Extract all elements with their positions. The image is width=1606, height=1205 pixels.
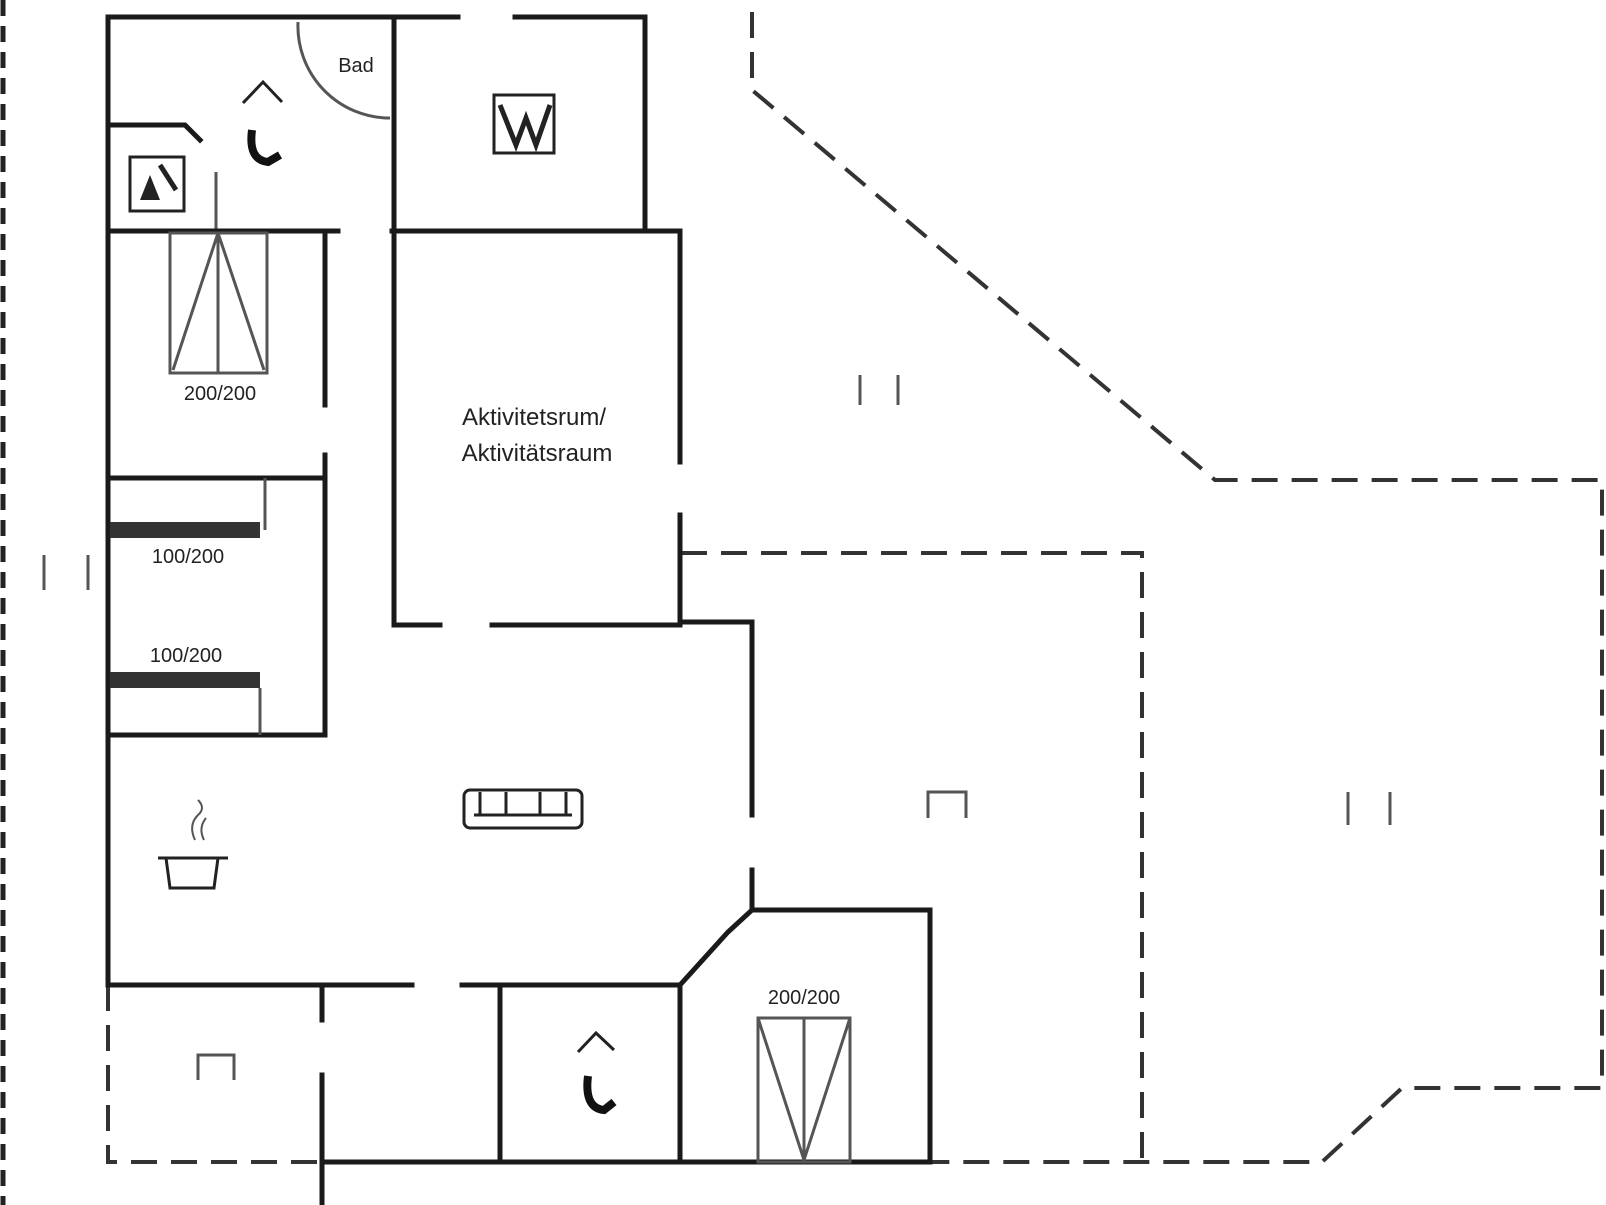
bbq-icon-2 [196,1053,236,1080]
bath-label: Bad [338,55,374,77]
cooking-pot-icon [158,799,228,890]
bed-label-top: 200/200 [184,383,256,405]
terrace-outline-top [750,12,1604,1164]
double-bed-bottom [756,1016,852,1164]
sofa-icon [462,788,584,830]
exterior-wall-main [105,14,933,1205]
bunk-bed-1 [110,522,260,538]
washing-machine-icon [241,79,284,167]
terrace-chair-icon [576,1030,617,1115]
bottom-wall-main [105,906,756,988]
post-markers [42,375,1392,825]
bed-label-mid2: 100/200 [150,645,222,667]
activity-room-left-wall [391,228,683,628]
bottom-left-terrace-outline [106,985,322,1164]
bbq-icon [926,790,968,818]
bed-label-mid1: 100/200 [152,546,224,568]
bunk-bed-2 [110,672,260,688]
activity-room-label-line2: Aktivitätsraum [462,440,613,467]
activity-room-label-line1: Aktivitetsrum/ [462,404,606,431]
bed-label-bottom: 200/200 [768,987,840,1009]
toilet-icon [492,93,556,155]
bathroom-door-arc [296,21,391,120]
shower-icon [128,155,186,213]
bathroom-wall-left [105,122,204,144]
terrace-outline-inner [681,551,1144,1162]
double-bed-top [168,231,269,375]
